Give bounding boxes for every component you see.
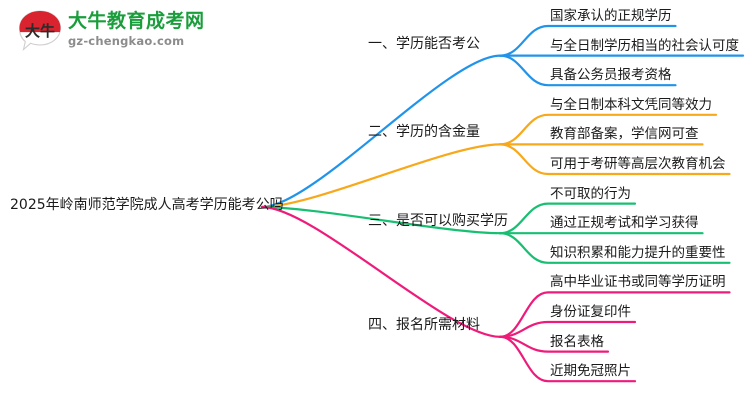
leaf-node[interactable]: 与全日制本科文凭同等效力 xyxy=(550,96,712,113)
leaf-node[interactable]: 可用于考研等高层次教育机会 xyxy=(550,156,726,172)
leaf-node[interactable]: 与全日制学历相当的社会认可度 xyxy=(550,37,739,54)
leaf-node[interactable]: 教育部备案，学信网可查 xyxy=(550,126,699,143)
branch-node[interactable]: 四、报名所需材料 xyxy=(368,316,480,333)
branch-node[interactable]: 三、是否可以购买学历 xyxy=(368,213,508,230)
root-node[interactable]: 2025年岭南师范学院成人高考学历能考公吗 xyxy=(10,197,284,213)
leaf-node[interactable]: 通过正规考试和学习获得 xyxy=(550,215,699,232)
logo-text: 大牛教育成考网 gz-chengkao.com xyxy=(68,10,205,49)
svg-text:大牛: 大牛 xyxy=(25,22,55,40)
leaf-node[interactable]: 报名表格 xyxy=(550,333,604,350)
site-logo[interactable]: 大牛 大牛教育成考网 gz-chengkao.com xyxy=(18,8,218,56)
leaf-node[interactable]: 国家承认的正规学历 xyxy=(550,8,672,24)
leaf-node[interactable]: 高中毕业证书或同等学历证明 xyxy=(550,274,726,291)
leaf-node[interactable]: 具备公务员报考资格 xyxy=(550,67,672,84)
branch-node[interactable]: 二、学历的含金量 xyxy=(368,124,480,141)
branch-node[interactable]: 一、学历能否考公 xyxy=(368,35,480,52)
logo-title: 大牛教育成考网 xyxy=(68,10,205,32)
leaf-node[interactable]: 不可取的行为 xyxy=(550,185,631,202)
leaf-node[interactable]: 知识积累和能力提升的重要性 xyxy=(550,244,726,261)
logo-subtitle: gz-chengkao.com xyxy=(68,34,185,48)
leaf-node[interactable]: 身份证复印件 xyxy=(550,304,631,320)
logo-mark-icon: 大牛 xyxy=(18,10,62,52)
leaf-node[interactable]: 近期免冠照片 xyxy=(550,363,631,380)
